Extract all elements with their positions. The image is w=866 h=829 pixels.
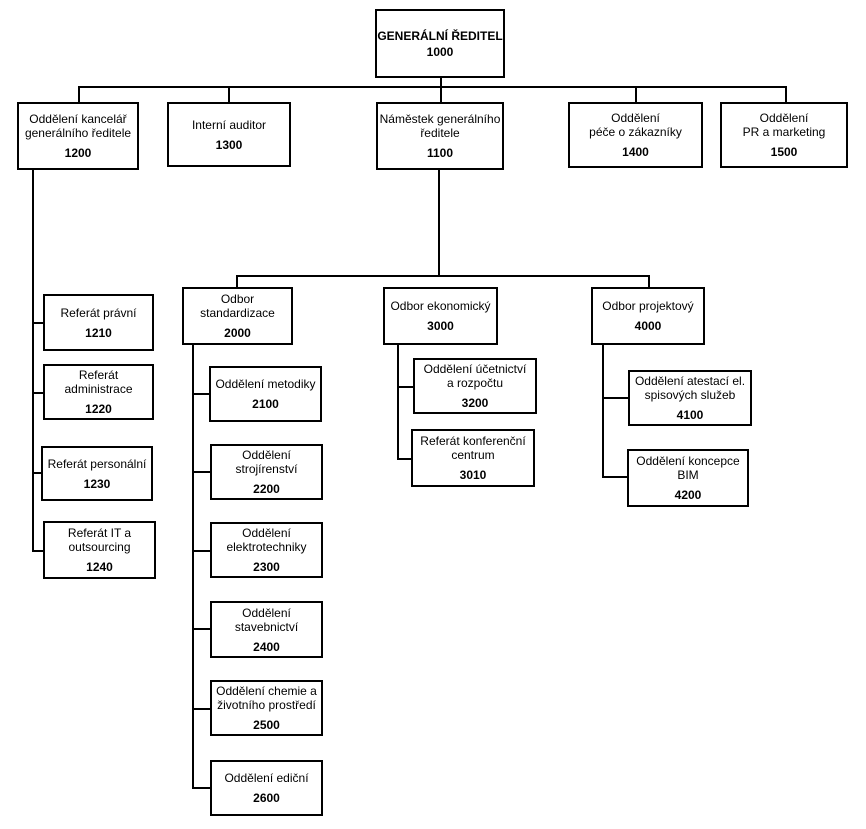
unit-name: Náměstek generálního ředitele [379, 112, 501, 140]
unit-code: 1220 [85, 402, 112, 416]
unit-2200: Oddělení strojírenství 2200 [210, 444, 323, 500]
unit-code: 1210 [85, 325, 112, 340]
connector [78, 86, 80, 103]
unit-1100: Náměstek generálního ředitele 1100 [376, 102, 504, 170]
unit-code: 1500 [770, 145, 798, 159]
unit-name: Referát personální [47, 456, 147, 471]
unit-name: Referát právní [60, 305, 137, 320]
unit-2400: Oddělení stavebnictví 2400 [210, 601, 323, 658]
unit-name: Referát administrace [64, 368, 133, 396]
unit-name: Oddělení účetnictví a rozpočtu [423, 362, 527, 390]
unit-code: 3200 [461, 396, 489, 410]
unit-name: Oddělení koncepce BIM [636, 454, 740, 482]
unit-name: Odbor ekonomický [390, 299, 491, 313]
unit-3000: Odbor ekonomický 3000 [383, 287, 498, 345]
unit-code: 1400 [622, 145, 649, 159]
connector [32, 550, 44, 552]
unit-2500: Oddělení chemie a životního prostředí 25… [210, 680, 323, 736]
unit-name: Oddělení elektrotechniky [226, 526, 307, 554]
unit-2600: Oddělení ediční 2600 [210, 760, 323, 816]
unit-1220: Referát administrace 1220 [43, 364, 154, 420]
unit-name: Oddělení atestací el. spisových služeb [634, 374, 746, 402]
unit-code: 1300 [215, 137, 243, 152]
unit-name: Oddělení chemie a životního prostředí [216, 684, 317, 712]
connector [228, 86, 230, 103]
connector [236, 275, 238, 288]
connector [192, 393, 210, 395]
connector [785, 86, 787, 103]
unit-1000: GENERÁLNÍ ŘEDITEL 1000 [375, 9, 505, 78]
unit-name: Oddělení PR a marketing [742, 111, 826, 139]
unit-name: Oddělení kancelář generálního ředitele [24, 112, 132, 140]
unit-code: 2600 [253, 791, 280, 805]
unit-code: 2100 [252, 397, 279, 411]
unit-code: 4100 [676, 408, 704, 422]
unit-1400: Oddělení péče o zákazníky 1400 [568, 102, 703, 168]
connector [397, 386, 413, 388]
unit-name: Interní auditor [191, 117, 267, 132]
unit-code: 2200 [253, 482, 280, 496]
connector [192, 787, 210, 789]
unit-3010: Referát konferenční centrum 3010 [411, 429, 535, 487]
unit-code: 1000 [426, 44, 454, 59]
connector [397, 344, 399, 460]
unit-code: 4200 [674, 488, 702, 502]
unit-2300: Oddělení elektrotechniky 2300 [210, 522, 323, 578]
unit-2100: Oddělení metodiky 2100 [209, 366, 322, 422]
unit-code: 2000 [224, 326, 251, 340]
unit-code: 2300 [253, 560, 280, 574]
connector [438, 168, 440, 276]
unit-1300: Interní auditor 1300 [167, 102, 291, 167]
connector [32, 322, 44, 324]
unit-3200: Oddělení účetnictví a rozpočtu 3200 [413, 358, 537, 414]
unit-1210: Referát právní 1210 [43, 294, 154, 351]
connector [192, 471, 210, 473]
unit-name: Odbor standardizace [200, 292, 275, 320]
connector [602, 344, 604, 477]
connector [635, 86, 637, 103]
unit-name: Oddělení strojírenství [235, 448, 298, 476]
unit-code: 1100 [426, 146, 454, 160]
unit-name: Referát konferenční centrum [420, 434, 526, 462]
unit-code: 2400 [253, 639, 280, 654]
connector [397, 458, 413, 460]
unit-code: 2500 [253, 718, 280, 732]
connector [32, 392, 44, 394]
unit-name: Oddělení stavebnictví [234, 605, 299, 634]
connector [192, 344, 194, 788]
connector [236, 275, 648, 277]
unit-name: Oddělení ediční [224, 771, 309, 785]
connector [192, 628, 210, 630]
unit-1500: Oddělení PR a marketing 1500 [720, 102, 848, 168]
connector [648, 275, 650, 288]
unit-4200: Oddělení koncepce BIM 4200 [627, 449, 749, 507]
unit-1240: Referát IT a outsourcing 1240 [43, 521, 156, 579]
unit-code: 1200 [64, 146, 92, 160]
unit-1200: Oddělení kancelář generálního ředitele 1… [17, 102, 139, 170]
connector [32, 169, 34, 551]
unit-name: Oddělení péče o zákazníky [589, 111, 682, 139]
unit-name: Oddělení metodiky [215, 377, 316, 391]
unit-code: 3010 [459, 468, 487, 482]
connector [602, 397, 628, 399]
unit-4000: Odbor projektový 4000 [591, 287, 705, 345]
connector [32, 472, 44, 474]
unit-code: 4000 [634, 319, 662, 333]
unit-code: 1230 [83, 476, 111, 491]
unit-2000: Odbor standardizace 2000 [182, 287, 293, 345]
unit-name: Referát IT a outsourcing [67, 526, 132, 554]
unit-code: 1240 [86, 560, 113, 574]
connector [602, 476, 628, 478]
connector [192, 550, 210, 552]
unit-name: Odbor projektový [602, 299, 694, 313]
connector [78, 86, 786, 88]
connector [192, 708, 210, 710]
unit-name: GENERÁLNÍ ŘEDITEL [377, 28, 503, 43]
unit-4100: Oddělení atestací el. spisových služeb 4… [628, 370, 752, 426]
connector [440, 76, 442, 102]
unit-1230: Referát personální 1230 [41, 446, 153, 501]
unit-code: 3000 [427, 319, 454, 333]
